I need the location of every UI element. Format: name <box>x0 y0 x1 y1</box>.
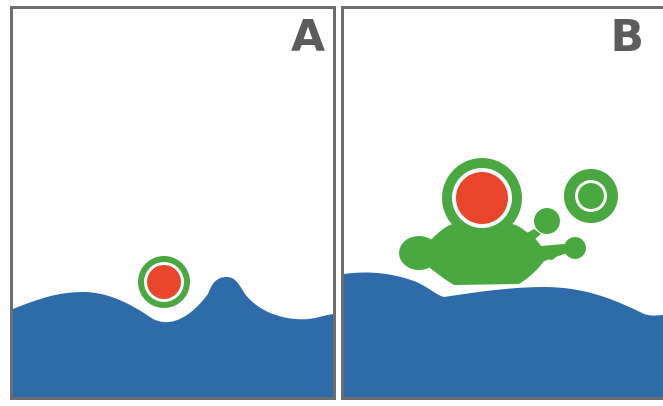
water-surface-a <box>13 277 333 397</box>
droplet-a <box>138 256 190 308</box>
water-surface-b <box>344 272 663 397</box>
droplet-b-small <box>564 169 618 223</box>
panel-label-a: A <box>290 11 325 62</box>
panel-b-illustration <box>344 158 663 397</box>
panel-a-illustration <box>13 256 333 397</box>
panel-a: A <box>10 6 336 400</box>
panel-b: B <box>341 6 663 400</box>
panel-label-b: B <box>610 11 644 62</box>
droplet-b-large <box>452 168 512 228</box>
